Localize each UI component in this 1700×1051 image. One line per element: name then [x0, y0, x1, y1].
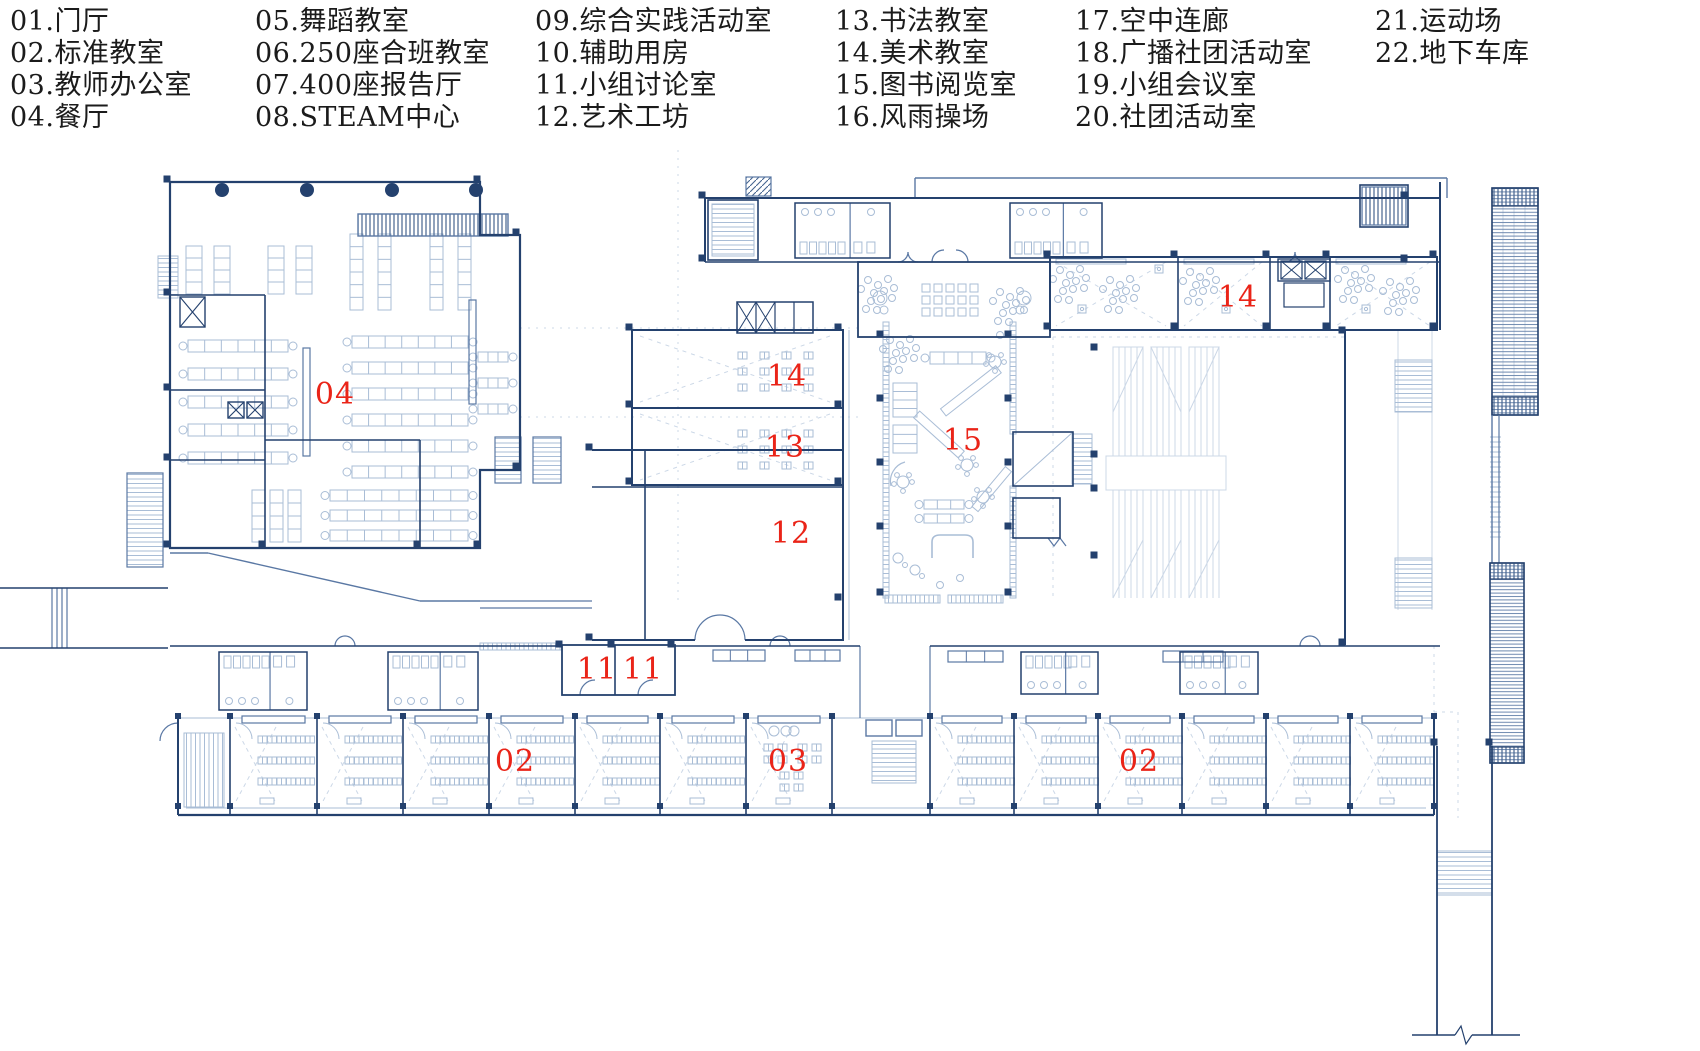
room-label: 02: [1118, 744, 1160, 780]
legend-item: 13.书法教室: [835, 6, 990, 37]
legend-item: 02.标准教室: [10, 38, 165, 69]
room-label: 13: [764, 430, 806, 466]
room-label: 04: [314, 377, 356, 413]
room-label: 02: [494, 744, 536, 780]
legend-item: 21.运动场: [1375, 6, 1502, 37]
legend-item: 19.小组会议室: [1075, 70, 1257, 101]
legend-item: 11.小组讨论室: [535, 70, 717, 101]
room-label: 14: [766, 359, 808, 395]
room-label: 11: [576, 652, 618, 688]
legend-item: 18.广播社团活动室: [1075, 38, 1312, 69]
legend-item: 05.舞蹈教室: [255, 6, 410, 37]
legend-item: 12.艺术工坊: [535, 102, 690, 133]
legend-item: 01.门厅: [10, 6, 110, 37]
legend-item: 20.社团活动室: [1075, 102, 1257, 133]
room-label: 11: [622, 652, 664, 688]
legend-item: 06.250座合班教室: [255, 38, 490, 69]
legend-item: 03.教师办公室: [10, 70, 192, 101]
room-label: 12: [770, 516, 812, 552]
legend-item: 08.STEAM中心: [255, 102, 461, 133]
legend-item: 09.综合实践活动室: [535, 6, 772, 37]
legend-item: 15.图书阅览室: [835, 70, 1017, 101]
room-label: 14: [1217, 280, 1259, 316]
legend-item: 14.美术教室: [835, 38, 990, 69]
room-label: 15: [942, 423, 984, 459]
legend-item: 04.餐厅: [10, 102, 110, 133]
legend-item: 16.风雨操场: [835, 102, 990, 133]
legend-item: 22.地下车库: [1375, 38, 1530, 69]
legend-item: 17.空中连廊: [1075, 6, 1230, 37]
room-label: 03: [767, 744, 809, 780]
legend-item: 10.辅助用房: [535, 38, 690, 69]
legend-item: 07.400座报告厅: [255, 70, 463, 101]
